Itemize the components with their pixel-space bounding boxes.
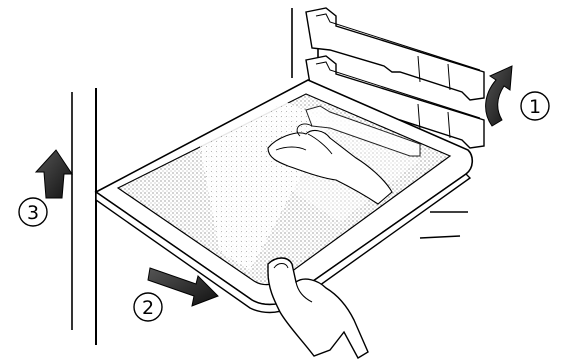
cabinet-left-wall — [72, 88, 96, 345]
step-3-marker: 3 — [19, 198, 47, 226]
step-1-marker: 1 — [521, 92, 549, 120]
step-3-arrow — [36, 150, 72, 198]
step-2-number: 2 — [142, 297, 154, 319]
step-2-marker: 2 — [134, 293, 162, 321]
step-3-number: 3 — [27, 202, 39, 224]
step-1-number: 1 — [529, 96, 541, 118]
step-1-arrow — [486, 66, 512, 126]
